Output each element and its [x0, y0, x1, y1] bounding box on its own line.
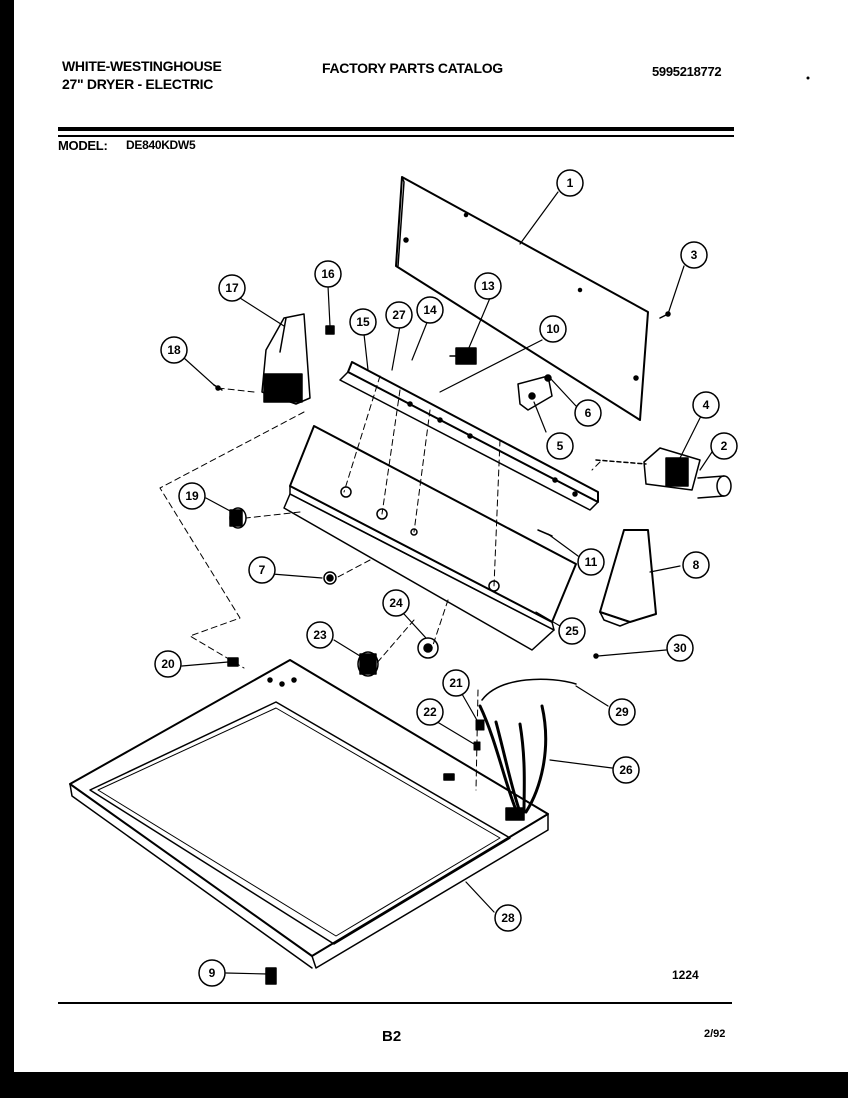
start-knob-part — [697, 475, 732, 499]
callout-9: 9 — [198, 959, 226, 987]
svg-text:21: 21 — [449, 676, 463, 690]
end-cap-right-part — [599, 529, 657, 627]
svg-text:16: 16 — [321, 267, 335, 281]
clip-part-16 — [325, 325, 335, 335]
svg-text:1: 1 — [567, 176, 574, 190]
svg-text:26: 26 — [619, 763, 633, 777]
dryer-top-part — [69, 659, 549, 969]
svg-text:20: 20 — [161, 657, 175, 671]
product-description: 27" DRYER - ELECTRIC — [62, 76, 214, 92]
selector-switch-part — [517, 374, 553, 411]
callout-3: 3 — [680, 241, 708, 269]
start-switch-part — [595, 447, 701, 491]
callout-20: 20 — [154, 650, 182, 678]
svg-text:28: 28 — [501, 911, 515, 925]
callout-28: 28 — [494, 904, 522, 932]
svg-text:13: 13 — [481, 279, 495, 293]
svg-text:27: 27 — [392, 308, 406, 322]
svg-text:30: 30 — [673, 641, 687, 655]
svg-text:6: 6 — [585, 406, 592, 420]
callout-25: 25 — [558, 617, 586, 645]
svg-text:3: 3 — [691, 248, 698, 262]
model-number: DE840KDW5 — [126, 138, 196, 152]
svg-text:17: 17 — [225, 281, 239, 295]
callout-26: 26 — [612, 756, 640, 784]
callout-5: 5 — [546, 432, 574, 460]
svg-text:24: 24 — [389, 596, 403, 610]
svg-text:10: 10 — [546, 322, 560, 336]
svg-text:9: 9 — [209, 966, 216, 980]
callout-19: 19 — [178, 482, 206, 510]
svg-text:18: 18 — [167, 343, 181, 357]
svg-text:22: 22 — [423, 705, 437, 719]
knob-part-19 — [229, 507, 247, 529]
callout-30: 30 — [666, 634, 694, 662]
svg-text:5: 5 — [557, 439, 564, 453]
callout-4: 4 — [692, 391, 720, 419]
revision-date: 2/92 — [704, 1028, 726, 1040]
svg-text:4: 4 — [703, 398, 710, 412]
svg-text:23: 23 — [313, 628, 327, 642]
control-bracket-part — [339, 361, 599, 511]
callout-27: 27 — [385, 301, 413, 329]
svg-text:7: 7 — [259, 563, 266, 577]
svg-text:25: 25 — [565, 624, 579, 638]
callout-11: 11 — [577, 548, 605, 576]
svg-text:2: 2 — [721, 439, 728, 453]
callout-13: 13 — [474, 272, 502, 300]
callouts: 1 2 3 4 5 6 7 8 9 10 11 13 14 15 16 17 1… — [154, 169, 738, 987]
callout-22: 22 — [416, 698, 444, 726]
callout-24: 24 — [382, 589, 410, 617]
model-label: MODEL: — [58, 138, 108, 153]
header-rule-thick — [58, 127, 734, 131]
svg-text:8: 8 — [693, 558, 700, 572]
callout-2: 2 — [710, 432, 738, 460]
catalog-title: FACTORY PARTS CATALOG — [322, 60, 503, 76]
footer-rule — [58, 1002, 732, 1004]
rear-panel-part — [395, 176, 649, 421]
knob-part-7 — [323, 571, 337, 585]
brand-name: WHITE-WESTINGHOUSE — [62, 58, 222, 74]
svg-text:15: 15 — [356, 315, 370, 329]
hinge-bracket-part — [265, 967, 277, 985]
assembly-guide-lines — [159, 375, 601, 791]
diagram-code: 1224 — [672, 968, 699, 982]
dial-part-24 — [417, 637, 439, 659]
svg-text:29: 29 — [615, 705, 629, 719]
svg-text:11: 11 — [585, 555, 598, 569]
callout-29: 29 — [608, 698, 636, 726]
scan-border-left — [0, 0, 14, 1098]
scan-border-bottom — [0, 1072, 848, 1098]
callout-8: 8 — [682, 551, 710, 579]
svg-text:19: 19 — [185, 489, 199, 503]
end-cap-left-part — [261, 313, 311, 405]
svg-text:14: 14 — [423, 303, 437, 317]
callout-1: 1 — [556, 169, 584, 197]
timer-switch-part — [449, 347, 477, 365]
callout-18: 18 — [160, 336, 188, 364]
callout-7: 7 — [248, 556, 276, 584]
callout-10: 10 — [539, 315, 567, 343]
callout-15: 15 — [349, 308, 377, 336]
knob-part-23 — [357, 651, 379, 677]
callout-6: 6 — [574, 399, 602, 427]
header-rule-thin — [58, 135, 734, 137]
callout-16: 16 — [314, 260, 342, 288]
wire-harness-part — [473, 678, 577, 814]
scan-speck — [806, 76, 810, 80]
callout-23: 23 — [306, 621, 334, 649]
callout-leaders — [181, 191, 713, 975]
callout-17: 17 — [218, 274, 246, 302]
callout-21: 21 — [442, 669, 470, 697]
control-panel-part — [283, 425, 577, 651]
callout-14: 14 — [416, 296, 444, 324]
screw-part-18 — [213, 384, 223, 391]
catalog-number: 5995218772 — [652, 64, 722, 79]
page-number: B2 — [382, 1028, 402, 1045]
